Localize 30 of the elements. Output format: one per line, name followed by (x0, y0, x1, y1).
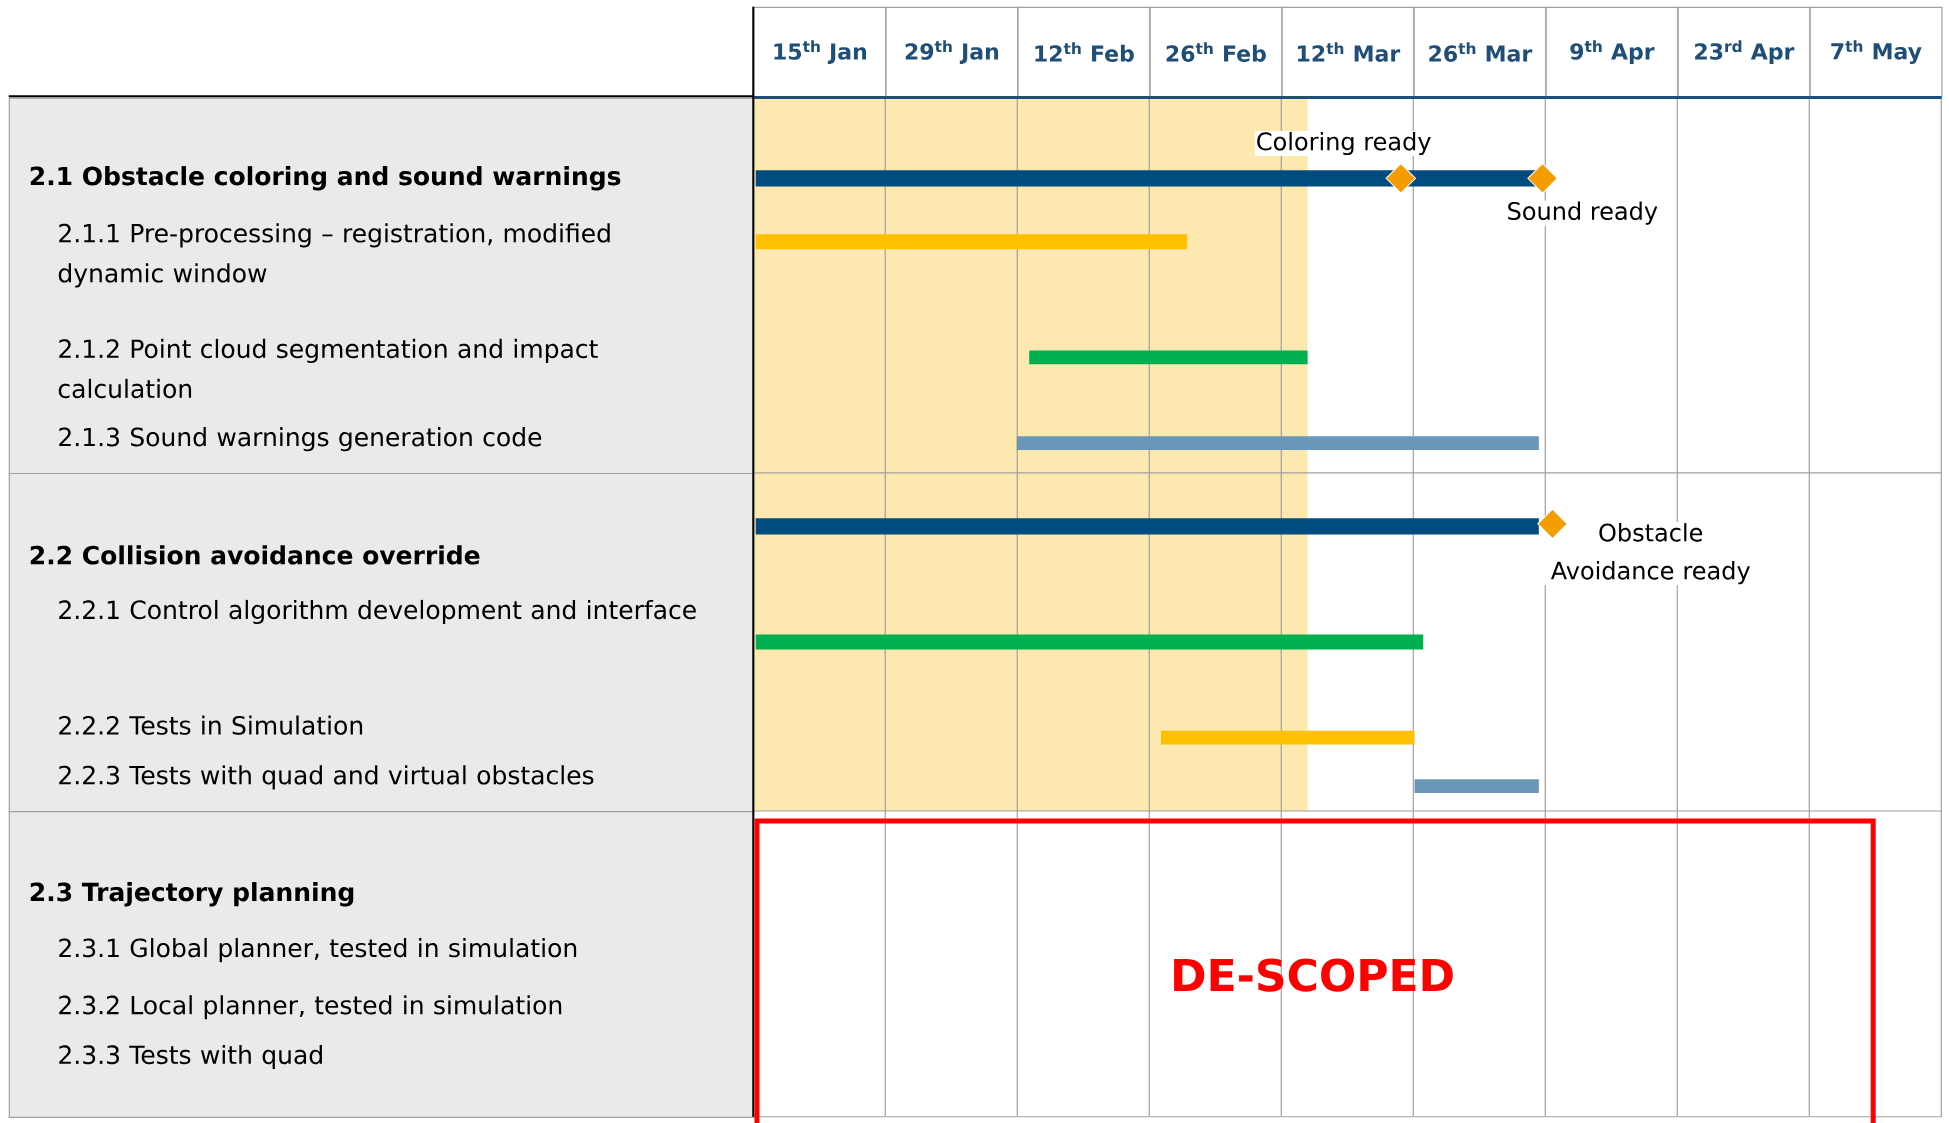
milestone-diamond (1527, 163, 1558, 194)
date-header: 23$^{rd}$ Apr (1677, 6, 1811, 98)
descoped-box: DE-SCOPED (754, 818, 1876, 1123)
task-label: 2.2.1 Control algorithm development and interface (59, 599, 696, 625)
section-band (8, 811, 755, 1118)
date-header: 9$^{th}$ Apr (1545, 6, 1679, 98)
milestone-label: Coloring ready (1254, 130, 1433, 157)
task-label: 2.1.1 Pre-processing – registration, modified dynamic window (58, 223, 610, 288)
date-header: 26$^{th}$ Feb (1149, 6, 1283, 98)
date-header: 29$^{th}$ Jan (885, 6, 1019, 98)
date-header: 12$^{th}$ Feb (1017, 6, 1151, 98)
task-label: 2.3.1 Global planner, tested in simulation (59, 938, 577, 963)
section-band (8, 472, 755, 813)
section-heading: 2.3 Trajectory planning (30, 882, 354, 907)
task-label: 2.1.3 Sound warnings generation code (59, 427, 542, 452)
task-label: 2.1.2 Point cloud segmentation and impact calculation (58, 338, 598, 399)
milestone-label: Sound ready (1505, 200, 1660, 226)
milestone-diamond (1385, 163, 1417, 194)
date-header: 15$^{th}$ Jan (753, 6, 887, 98)
date-header: 26$^{th}$ Mar (1413, 6, 1547, 98)
date-header: 12$^{th}$ Mar (1281, 6, 1415, 98)
section-band (8, 97, 755, 475)
section-heading: 2.1 Obstacle coloring and sound warnings (30, 166, 621, 191)
task-label: 2.2.2 Tests in Simulation (59, 715, 363, 735)
task-label: 2.3.3 Tests with quad (59, 1044, 322, 1070)
task-label: 2.2.3 Tests with quad and virtual obstacles (59, 765, 594, 790)
milestone-diamond (1537, 508, 1568, 540)
section-heading: 2.2 Collision avoidance override (30, 545, 480, 565)
date-header: 7$^{th}$ May (1809, 6, 1943, 98)
task-label: 2.3.2 Local planner, tested in simulation (59, 995, 562, 1020)
